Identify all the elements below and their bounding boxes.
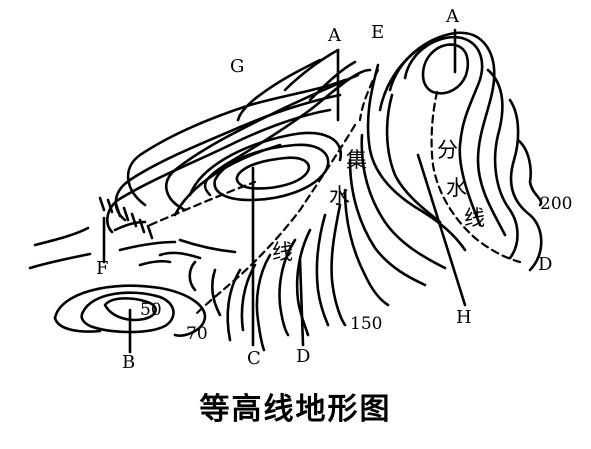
contour-lower-3 (295, 228, 312, 337)
contour-lower-11 (178, 238, 237, 254)
contour-c-loop-3 (188, 131, 343, 197)
contour-east-4 (486, 68, 519, 260)
contour-g-8 (308, 60, 357, 102)
section-line-h (416, 153, 467, 307)
contour-value-200: 200 (540, 194, 573, 214)
catchment-label-char-2: 水 (329, 184, 350, 208)
contour-lower-9 (188, 260, 197, 292)
contour-e-5 (343, 188, 390, 307)
contour-east-2 (388, 31, 507, 237)
label-point-d-bottom: D (296, 346, 311, 367)
contour-g-4 (114, 93, 342, 222)
contour-east-5 (508, 98, 543, 272)
contour-east-200 (516, 138, 543, 207)
contour-c-loop-1 (235, 156, 311, 190)
contour-g-5 (106, 108, 332, 234)
contour-peak-a-inner (421, 43, 470, 95)
contour-c-loop-4 (173, 143, 282, 217)
dashed-line-g (148, 180, 257, 227)
contour-east-1 (403, 35, 484, 227)
contour-lower-4 (278, 238, 297, 337)
contour-e-4 (348, 158, 427, 287)
divide-label-char-1: 分 (437, 138, 458, 162)
label-point-a-right: A (446, 6, 459, 27)
contour-e-1 (366, 63, 467, 252)
label-point-b: B (122, 352, 136, 373)
contour-lower-5 (255, 253, 272, 352)
dashed-line-e (358, 68, 380, 122)
contour-f-5 (138, 259, 172, 267)
contour-f-ticks (98, 196, 154, 240)
catchment-label-char-3: 线 (272, 240, 293, 264)
contour-e-3 (360, 133, 447, 270)
contour-g-7 (283, 48, 340, 92)
contour-g-3 (126, 78, 347, 207)
contour-lower-10 (158, 251, 202, 260)
label-point-d-right: D (538, 254, 553, 275)
contour-f-1 (33, 226, 90, 247)
label-point-c: C (247, 348, 261, 369)
dashed-line-catchment (193, 123, 357, 317)
label-point-h: H (456, 307, 472, 328)
divide-label-char-3: 线 (464, 206, 485, 230)
catchment-label-char-1: 集 (346, 148, 367, 172)
label-point-a-left: A (328, 25, 341, 46)
contour-value-50: 50 (140, 300, 162, 320)
contour-value-70: 70 (186, 324, 208, 344)
contour-hill-b-inner (103, 297, 157, 322)
contour-g-6 (236, 58, 322, 122)
section-line-d (298, 258, 305, 347)
label-point-f: F (96, 258, 109, 279)
contour-hill-b-outer (53, 284, 207, 337)
dashed-line-divide (430, 90, 522, 264)
label-point-g: G (230, 56, 245, 77)
figure-caption: 等高线地形图 (199, 392, 392, 427)
contour-e-2 (385, 93, 442, 224)
contour-east-3 (378, 43, 427, 112)
contour-lower-7 (226, 268, 242, 342)
contour-f-4 (118, 240, 177, 252)
contour-hill-b-middle (80, 291, 175, 334)
contour-lower-8 (210, 268, 222, 317)
contour-f-3 (113, 220, 147, 232)
contour-f-2 (28, 252, 92, 270)
contour-lower-1 (330, 203, 347, 327)
divide-label-char-2: 水 (446, 176, 467, 200)
label-point-e: E (371, 22, 385, 43)
contour-hill-b-tail (53, 316, 102, 333)
contour-lower-2 (315, 213, 330, 327)
contour-value-150: 150 (350, 314, 383, 334)
